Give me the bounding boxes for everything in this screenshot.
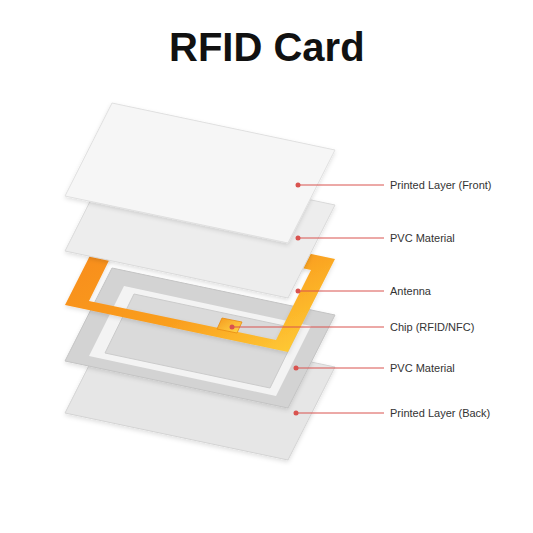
leader-line	[296, 368, 384, 369]
part-label: Printed Layer (Front)	[389, 179, 492, 191]
part-label: Printed Layer (Back)	[389, 407, 491, 419]
leader-dot	[294, 366, 299, 371]
leader-dot	[296, 183, 301, 188]
part-label: Chip (RFID/NFC)	[389, 321, 475, 333]
chip	[217, 318, 242, 333]
leader-line	[298, 238, 384, 239]
part-label: Antenna	[389, 285, 432, 297]
part-label: PVC Material	[389, 362, 456, 374]
part-label: PVC Material	[389, 232, 456, 244]
title: RFID Card	[169, 25, 365, 70]
leader-dot	[296, 289, 301, 294]
leader-dot	[230, 325, 235, 330]
leader-dot	[296, 236, 301, 241]
leader-line	[298, 291, 384, 292]
leader-line	[232, 327, 384, 328]
leader-dot	[294, 411, 299, 416]
front-layer	[65, 103, 335, 243]
leader-line	[296, 413, 384, 414]
leader-line	[298, 185, 384, 186]
